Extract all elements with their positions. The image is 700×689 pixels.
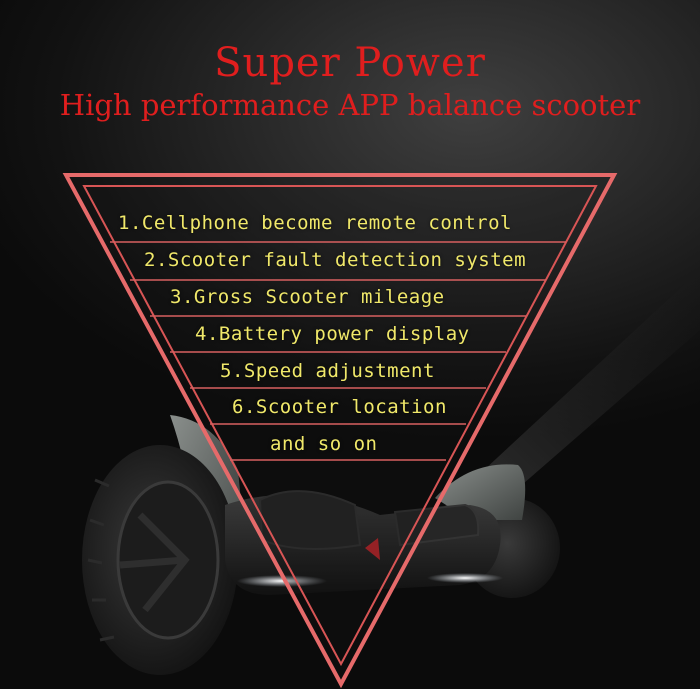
feature-item-fault-detection: 2.Scooter fault detection system [144, 249, 527, 271]
feature-dividers [110, 241, 566, 461]
feature-item-battery-display: 4.Battery power display [195, 323, 470, 345]
feature-item-location: 6.Scooter location [232, 396, 447, 418]
feature-item-and-so-on: and so on [270, 433, 378, 455]
banner-subtitle: High performance APP balance scooter [59, 88, 641, 122]
feature-item-mileage: 3.Gross Scooter mileage [170, 286, 445, 308]
feature-item-speed-adjustment: 5.Speed adjustment [220, 360, 435, 382]
banner-title: Super Power [214, 40, 486, 86]
feature-item-remote-control: 1.Cellphone become remote control [118, 212, 512, 234]
